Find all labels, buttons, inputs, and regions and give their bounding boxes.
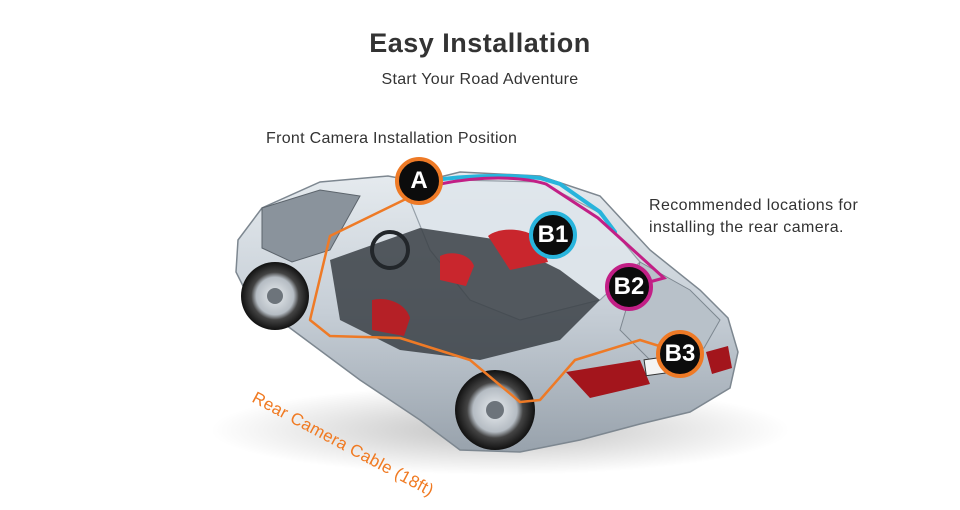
steering-wheel xyxy=(370,230,410,270)
tail-light xyxy=(566,360,650,398)
red-seat-front-2 xyxy=(440,253,474,286)
rear-camera-cable-path xyxy=(308,194,673,404)
page-subtitle: Start Your Road Adventure xyxy=(381,71,579,88)
rear-camera-recommendation: Recommended locations for installing the… xyxy=(649,195,949,239)
red-seat-front xyxy=(372,298,410,336)
page-title: Easy Installation xyxy=(369,28,591,58)
badge-b2-rear-camera-window: B2 xyxy=(605,263,653,311)
rear-recommendation-line-2: installing the rear camera. xyxy=(649,219,844,236)
rear-window-line-magenta xyxy=(438,176,668,286)
front-wheel-hub xyxy=(267,288,283,304)
rear-wheel-hub xyxy=(486,401,504,419)
engine-bay xyxy=(261,189,361,263)
badge-a-front-camera: A xyxy=(395,157,443,205)
rear-recommendation-line-1: Recommended locations for xyxy=(649,197,859,214)
badge-b3-rear-camera-plate: B3 xyxy=(656,330,704,378)
tail-light-right xyxy=(706,346,732,374)
badge-b1-rear-camera-roof: B1 xyxy=(529,211,577,259)
front-camera-label: Front Camera Installation Position xyxy=(266,130,518,147)
